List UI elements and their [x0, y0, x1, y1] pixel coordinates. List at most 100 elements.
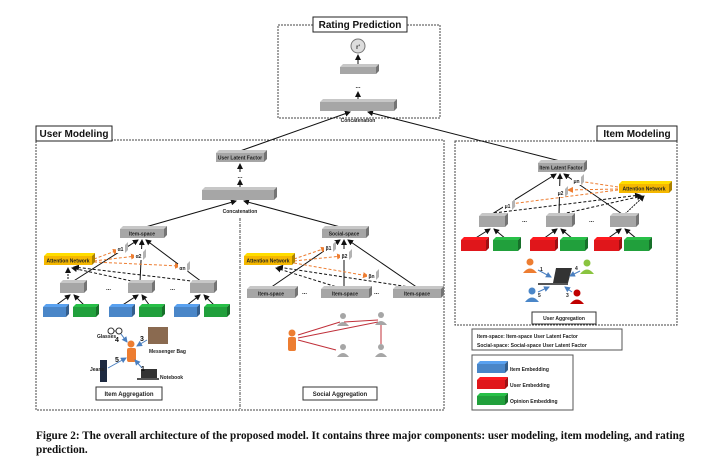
mu-weight-2: μ2 [556, 186, 568, 197]
svg-text:...: ... [106, 286, 111, 292]
item-space-box: Item-space [120, 226, 167, 238]
social-item-space-box: Item-space [321, 286, 372, 298]
svg-text:Messenger Bag: Messenger Bag [149, 349, 186, 355]
svg-text:μn: μn [573, 179, 579, 185]
user-concat-layer [202, 187, 277, 200]
friend-icons [337, 312, 387, 357]
item-embedding [109, 304, 135, 317]
beta-weight-1: β1 [324, 241, 336, 252]
svg-text:α1: α1 [118, 247, 124, 253]
svg-text:4: 4 [115, 337, 119, 344]
svg-text:...: ... [170, 286, 175, 292]
alpha-weight-3: αn [178, 261, 190, 272]
svg-text:Attention Network: Attention Network [246, 259, 289, 265]
legend-swatch-item [477, 361, 508, 373]
rating-output-node [350, 38, 366, 54]
social-item-space-box: Item-space [393, 286, 444, 298]
svg-text:...: ... [355, 84, 360, 90]
user-person-icon [288, 329, 296, 351]
item-opinion-fusion-layer [190, 280, 217, 293]
opinion-embedding [204, 304, 230, 317]
mu-weight-3: μn [572, 174, 584, 185]
svg-text:User Latent Factor: User Latent Factor [218, 156, 262, 162]
definition-item-space: Item-space: Item-space User Latent Facto… [477, 334, 578, 340]
item-opinion-fusion-layer [128, 280, 155, 293]
social-space-box: Social-space [322, 226, 369, 238]
user-embedding [461, 237, 489, 251]
user-person-icon [127, 340, 136, 362]
user-opinion-fusion-layer [546, 213, 575, 227]
svg-text:α2: α2 [136, 254, 142, 260]
item-embedding [43, 304, 69, 317]
svg-text:1: 1 [141, 366, 145, 373]
svg-text:Social-space: Social-space [329, 232, 360, 238]
svg-text:βn: βn [368, 274, 374, 280]
jeans-icon [100, 360, 107, 382]
svg-text:...: ... [589, 218, 594, 224]
svg-text:Glasses: Glasses [97, 334, 116, 340]
definition-social-space: Social-space: Social-space User Latent F… [477, 343, 587, 349]
user-blue-icon [525, 287, 539, 302]
user-embedding [594, 237, 622, 251]
laptop-icon [538, 268, 572, 285]
svg-text:Item-space: Item-space [129, 232, 155, 238]
social-graph [288, 312, 387, 357]
legend-item-embedding: Item Embedding [510, 367, 549, 373]
figure-caption: Figure 2: The overall architecture of th… [36, 430, 685, 456]
item-embedding [174, 304, 200, 317]
rating-prediction-title: Rating Prediction [319, 20, 402, 31]
legend-user-embedding: User Embedding [510, 383, 550, 389]
svg-text:β2: β2 [342, 254, 348, 260]
item-aggregation-illustration: Glasses Messenger Bag Jeans Notebook 4 3… [90, 327, 186, 382]
svg-text:1: 1 [540, 267, 543, 273]
svg-text:5: 5 [115, 357, 119, 364]
alpha-weight-1: α1 [116, 242, 128, 253]
svg-text:3: 3 [140, 336, 144, 343]
legend-opinion-embedding: Opinion Embedding [510, 399, 558, 405]
svg-text:μ1: μ1 [505, 204, 511, 210]
notebook-icon [137, 369, 159, 380]
user-aggregation-label: User Aggregation [543, 316, 585, 322]
user-modeling-title: User Modeling [40, 129, 109, 140]
opinion-embedding [139, 304, 165, 317]
opinion-embedding [624, 237, 652, 251]
svg-text:...: ... [302, 290, 307, 296]
social-item-space-box: Item-space [247, 286, 298, 298]
definitions-box [471, 328, 623, 351]
svg-text:Item-space: Item-space [258, 292, 284, 298]
user-green-icon [580, 259, 594, 274]
legend-swatch-opinion [477, 393, 508, 405]
user-orange-icon [523, 258, 537, 273]
mu-weight-1: μ1 [503, 199, 515, 210]
user-opinion-fusion-layer [610, 213, 639, 227]
svg-text:5: 5 [538, 293, 541, 299]
legend-swatch-user [477, 377, 508, 389]
svg-text:4: 4 [575, 266, 578, 272]
glasses-icon [107, 327, 123, 335]
svg-text:Item Latent Factor: Item Latent Factor [539, 166, 582, 172]
rating-concat-layer [320, 99, 397, 111]
attention-network-user: Attention Network [619, 181, 672, 193]
rating-concat-label: Concatenation [341, 118, 376, 124]
item-modeling-panel [454, 140, 678, 326]
attention-network-item: Attention Network [44, 253, 95, 265]
item-latent-factor-box: Item Latent Factor [538, 160, 587, 172]
user-aggregation-illustration: 1 4 5 3 [523, 258, 594, 304]
item-aggregation-label: Item Aggregation [104, 392, 153, 398]
svg-text:Jeans: Jeans [90, 367, 104, 373]
item-modeling-title: Item Modeling [603, 129, 670, 140]
svg-text:3: 3 [566, 293, 569, 299]
svg-text:Attention Network: Attention Network [622, 187, 665, 193]
user-modeling-panel [35, 139, 445, 411]
svg-text:μ2: μ2 [558, 191, 564, 197]
rating-hidden-layer [340, 64, 379, 74]
messenger-bag-icon [148, 327, 168, 344]
alpha-weight-2: α2 [134, 249, 146, 260]
svg-text:Notebook: Notebook [160, 375, 183, 381]
opinion-embedding [560, 237, 588, 251]
social-aggregation-label: Social Aggregation [313, 392, 368, 398]
user-opinion-fusion-layer [479, 213, 508, 227]
svg-text:...: ... [374, 290, 379, 296]
opinion-embedding [73, 304, 99, 317]
